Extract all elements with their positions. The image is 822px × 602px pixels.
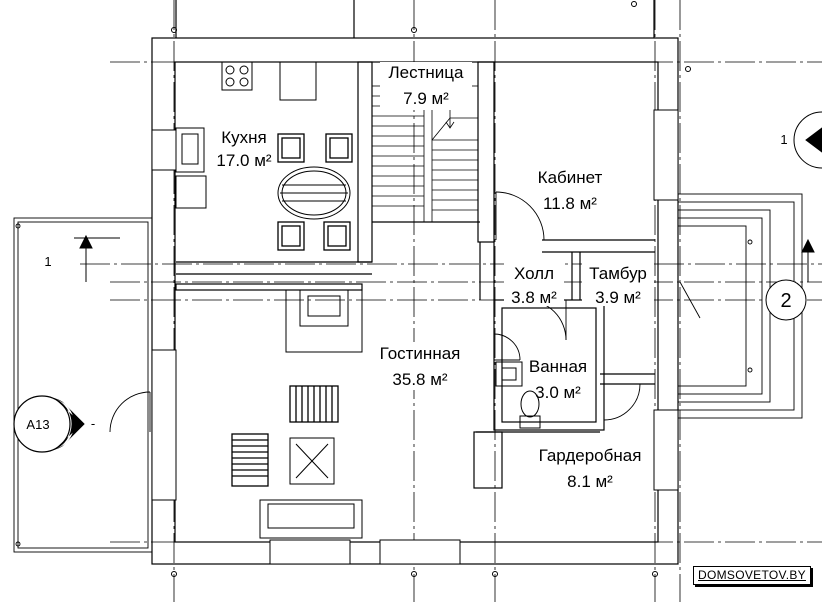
room-name-bathroom: Ванная: [529, 357, 587, 376]
left-terrace: [13, 217, 153, 553]
svg-text:-: -: [91, 416, 95, 431]
svg-text:1: 1: [780, 132, 787, 147]
axis-marker-2: 2: [765, 279, 807, 321]
room-area-study: 11.8 м²: [543, 194, 597, 213]
room-name-vestibule: Тамбур: [589, 264, 647, 283]
sofa: [259, 499, 363, 539]
fireplace: [285, 289, 363, 353]
dining-table: [277, 166, 351, 220]
elevation-marker-a13: А13 -: [13, 395, 95, 453]
svg-text:А13: А13: [26, 417, 49, 432]
room-name-study: Кабинет: [538, 168, 603, 187]
svg-text:2: 2: [780, 290, 791, 312]
sink: [175, 127, 205, 173]
fridge: [279, 61, 317, 101]
doors: [109, 191, 701, 433]
entrance-steps: [677, 193, 803, 419]
room-area-hall: 3.8 м²: [511, 288, 557, 307]
axis-ticks: [171, 1, 691, 577]
chairs: [277, 133, 353, 251]
kitchen-fixtures: [175, 61, 351, 220]
room-area-kitchen: 17.0 м²: [216, 151, 271, 170]
room-name-living: Гостинная: [380, 344, 461, 363]
room-name-wardrobe: Гардеробная: [539, 446, 642, 465]
stove: [221, 61, 253, 91]
room-area-bathroom: 3.0 м²: [535, 383, 581, 402]
room-area-vestibule: 3.9 м²: [595, 288, 641, 307]
living-furniture: [231, 385, 363, 539]
room-area-living: 35.8 м²: [392, 370, 447, 389]
svg-text:1: 1: [44, 254, 51, 269]
coffee-table: [289, 437, 335, 485]
bathroom-fixtures: [495, 361, 541, 429]
room-labels: Кухня 17.0 м² Лестница 7.9 м² Кабинет 11…: [216, 62, 654, 491]
room-name-stairs: Лестница: [389, 63, 465, 82]
section-marker-left: 1: [44, 234, 120, 282]
windows: [151, 109, 679, 565]
section-marker-right: 1: [780, 111, 822, 282]
room-area-stairs: 7.9 м²: [403, 89, 449, 108]
watermark: DOMSOVETOV.BY: [693, 566, 811, 585]
room-area-wardrobe: 8.1 м²: [567, 472, 613, 491]
room-name-hall: Холл: [514, 264, 554, 283]
room-name-kitchen: Кухня: [221, 128, 267, 147]
